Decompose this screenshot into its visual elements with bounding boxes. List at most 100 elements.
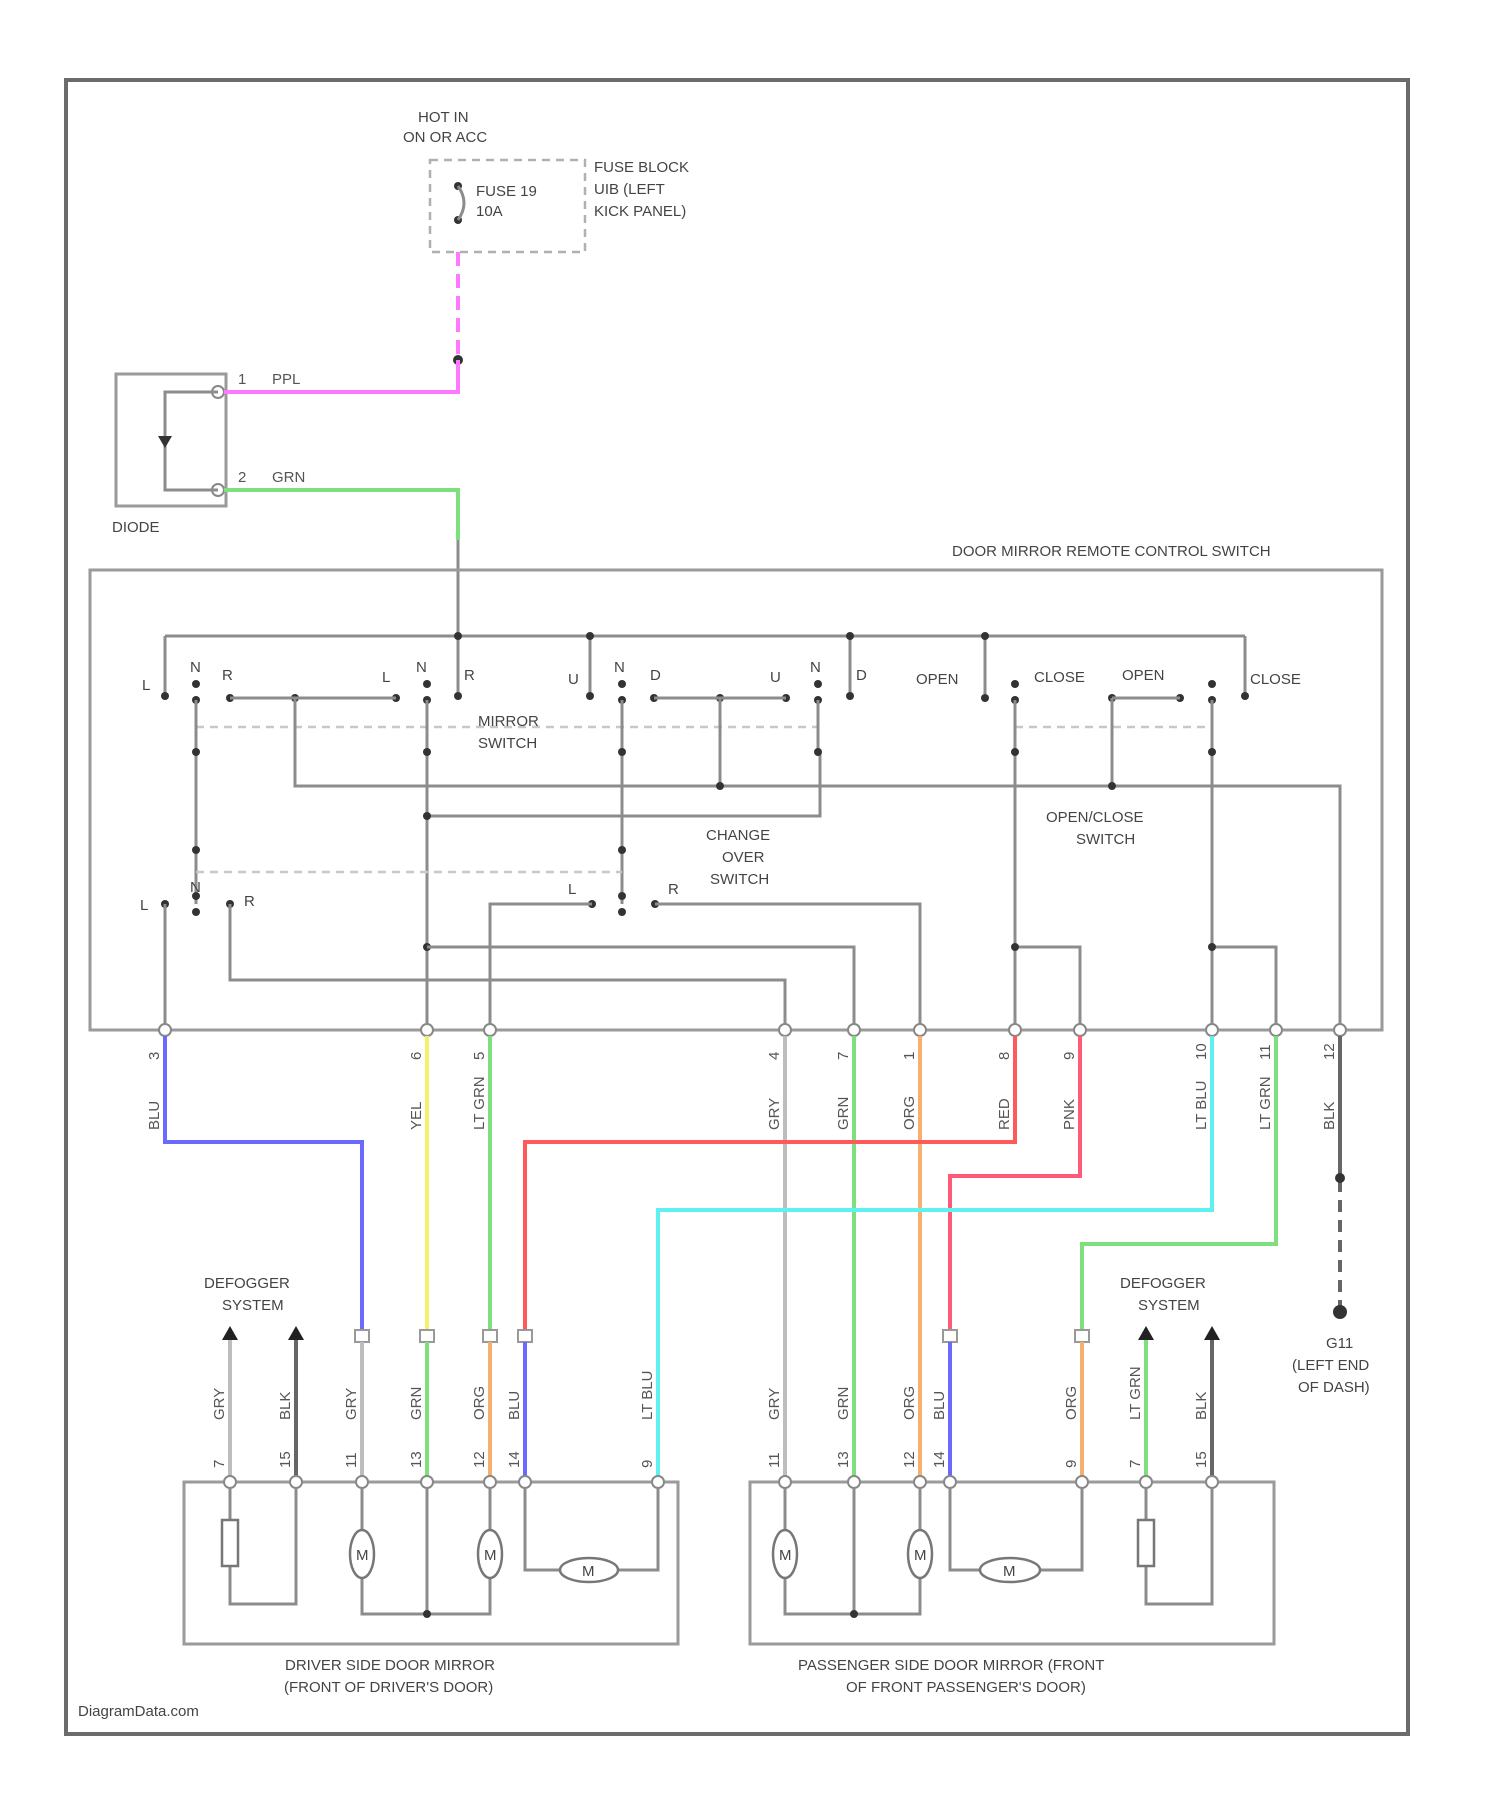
node-8 <box>1108 782 1116 790</box>
passenger-motor-ud-icon: M <box>773 1530 797 1578</box>
svg-text:M: M <box>914 1547 927 1564</box>
mirror-pin-label: 13 <box>835 1451 852 1468</box>
contact-d-1: D <box>650 667 661 684</box>
connector-pin-label: 5 <box>471 1052 488 1060</box>
driver-heater-circuit <box>230 1488 296 1604</box>
connector-wire-code-label: LT GRN <box>471 1076 488 1130</box>
driver-mirror-title-1: DRIVER SIDE DOOR MIRROR <box>285 1657 495 1674</box>
diode-box <box>116 374 226 506</box>
contact-n-2: N <box>416 659 427 676</box>
connector-pin-label: 10 <box>1193 1043 1210 1060</box>
connector-pin-label: 9 <box>1061 1052 1078 1060</box>
diode-grn-wire <box>224 490 458 540</box>
mirror-wire-code-label: BLK <box>1193 1392 1210 1420</box>
driver-motor-fold-icon: M <box>560 1558 618 1582</box>
mirror-wire-code-label: ORG <box>1063 1386 1080 1420</box>
driver-defogger-label-2: SYSTEM <box>222 1297 284 1314</box>
driver-motor-circuit <box>362 1488 658 1614</box>
switch-assembly-title: DOOR MIRROR REMOTE CONTROL SWITCH <box>952 543 1271 560</box>
mirror-wire-code-label: ORG <box>901 1386 918 1420</box>
connector-wire-code-label: LT BLU <box>1193 1081 1210 1130</box>
fuse-number-label: FUSE 19 <box>476 183 537 200</box>
passenger-mirror-title-2: OF FRONT PASSENGER'S DOOR) <box>846 1679 1086 1696</box>
mirror-wire-code-label: BLU <box>506 1391 523 1420</box>
mirror-wire-code-label: GRN <box>835 1387 852 1420</box>
mirror-wire-code-label: LT BLU <box>639 1371 656 1420</box>
connector-pin-label: 7 <box>835 1052 852 1060</box>
mirror-wire-code-label: ORG <box>471 1386 488 1420</box>
fuse-block-outline <box>430 160 585 252</box>
bus-node-2 <box>586 632 594 640</box>
ground-label: G11 <box>1326 1335 1353 1352</box>
mirror-wire-code-label: BLK <box>277 1392 294 1420</box>
connector-pin-label: 1 <box>901 1052 918 1060</box>
passenger-defogger-label-1: DEFOGGER <box>1120 1275 1206 1292</box>
node-2 <box>423 748 431 756</box>
passenger-mirror-title-1: PASSENGER SIDE DOOR MIRROR (FRONT <box>798 1657 1104 1674</box>
mirror-switch-label-1: MIRROR <box>478 713 539 730</box>
diode-symbol <box>158 436 172 448</box>
svg-text:M: M <box>356 1547 369 1564</box>
driver-mirror-title-2: (FRONT OF DRIVER'S DOOR) <box>284 1679 493 1696</box>
change-over-label-3: SWITCH <box>710 871 769 888</box>
change-over-label-1: CHANGE <box>706 827 770 844</box>
mirror-wire-code-label: GRN <box>408 1387 425 1420</box>
diode-pin1-label: 1 <box>238 371 246 388</box>
co-contact-n-1: N <box>190 879 201 896</box>
mirror-wire-code-label: GRY <box>343 1388 360 1420</box>
mirror-pin-label: 7 <box>211 1460 228 1468</box>
fuse-block-label-2: UIB (LEFT <box>594 181 665 198</box>
mirror-pin-label: 15 <box>277 1451 294 1468</box>
wire-red <box>525 1036 1015 1335</box>
fuse-rating-label: 10A <box>476 203 503 220</box>
contact-u-2: U <box>770 669 781 686</box>
fuse-element <box>458 186 464 220</box>
watermark: DiagramData.com <box>78 1703 199 1720</box>
node-5 <box>716 782 724 790</box>
contact-n-3: N <box>614 659 625 676</box>
diode-ppl-wire <box>224 360 458 392</box>
connector-wire-code-label: BLK <box>1321 1102 1338 1130</box>
ground-label-2: (LEFT END <box>1292 1357 1369 1374</box>
passenger-heater-element <box>1138 1520 1154 1566</box>
contact-r-1: R <box>222 667 233 684</box>
passenger-motor-circuit <box>785 1488 1082 1614</box>
bus-node-3 <box>846 632 854 640</box>
passenger-common-node <box>850 1610 858 1618</box>
mirror-pin-label: 14 <box>931 1451 948 1468</box>
co-contact-r-2: R <box>668 881 679 898</box>
mirror-pin-label: 12 <box>471 1451 488 1468</box>
mirror-pin-label: 11 <box>343 1452 360 1468</box>
contact-u-1: U <box>568 671 579 688</box>
connector-pin-label: 8 <box>996 1052 1013 1060</box>
contact-n-4: N <box>810 659 821 676</box>
mirror-pin-label: 9 <box>639 1460 656 1468</box>
connector-pin-label: 3 <box>146 1052 163 1060</box>
connector-wire-code-label: GRY <box>766 1098 783 1130</box>
fuse-block-label-1: FUSE BLOCK <box>594 159 689 176</box>
passenger-motor-lr-icon: M <box>908 1530 932 1578</box>
mirror-pin-label: 14 <box>506 1451 523 1468</box>
contact-l-2: L <box>382 669 390 686</box>
connector-wire-code-label: LT GRN <box>1257 1076 1274 1130</box>
node-7 <box>1011 748 1019 756</box>
passenger-defogger-arrow-2 <box>1204 1326 1220 1340</box>
fuse-block-label-3: KICK PANEL) <box>594 203 686 220</box>
mirror-pin-label: 12 <box>901 1451 918 1468</box>
passenger-heater-circuit <box>1146 1488 1212 1604</box>
svg-text:M: M <box>582 1563 595 1580</box>
diode-internal <box>165 392 218 490</box>
driver-heater-element <box>222 1520 238 1566</box>
mirror-wire-code-label: GRY <box>766 1388 783 1420</box>
driver-motor-lr-icon: M <box>478 1530 502 1578</box>
connector-pin-label: 11 <box>1257 1044 1274 1060</box>
open-close-label-2: SWITCH <box>1076 831 1135 848</box>
switch-assembly-box <box>90 570 1382 1030</box>
svg-text:M: M <box>1003 1563 1016 1580</box>
contact-n-1: N <box>190 659 201 676</box>
mirror-wire-code-label: GRY <box>211 1388 228 1420</box>
passenger-defogger-label-2: SYSTEM <box>1138 1297 1200 1314</box>
connector-wire-code-label: RED <box>996 1098 1013 1130</box>
contact-open-1: OPEN <box>916 671 959 688</box>
